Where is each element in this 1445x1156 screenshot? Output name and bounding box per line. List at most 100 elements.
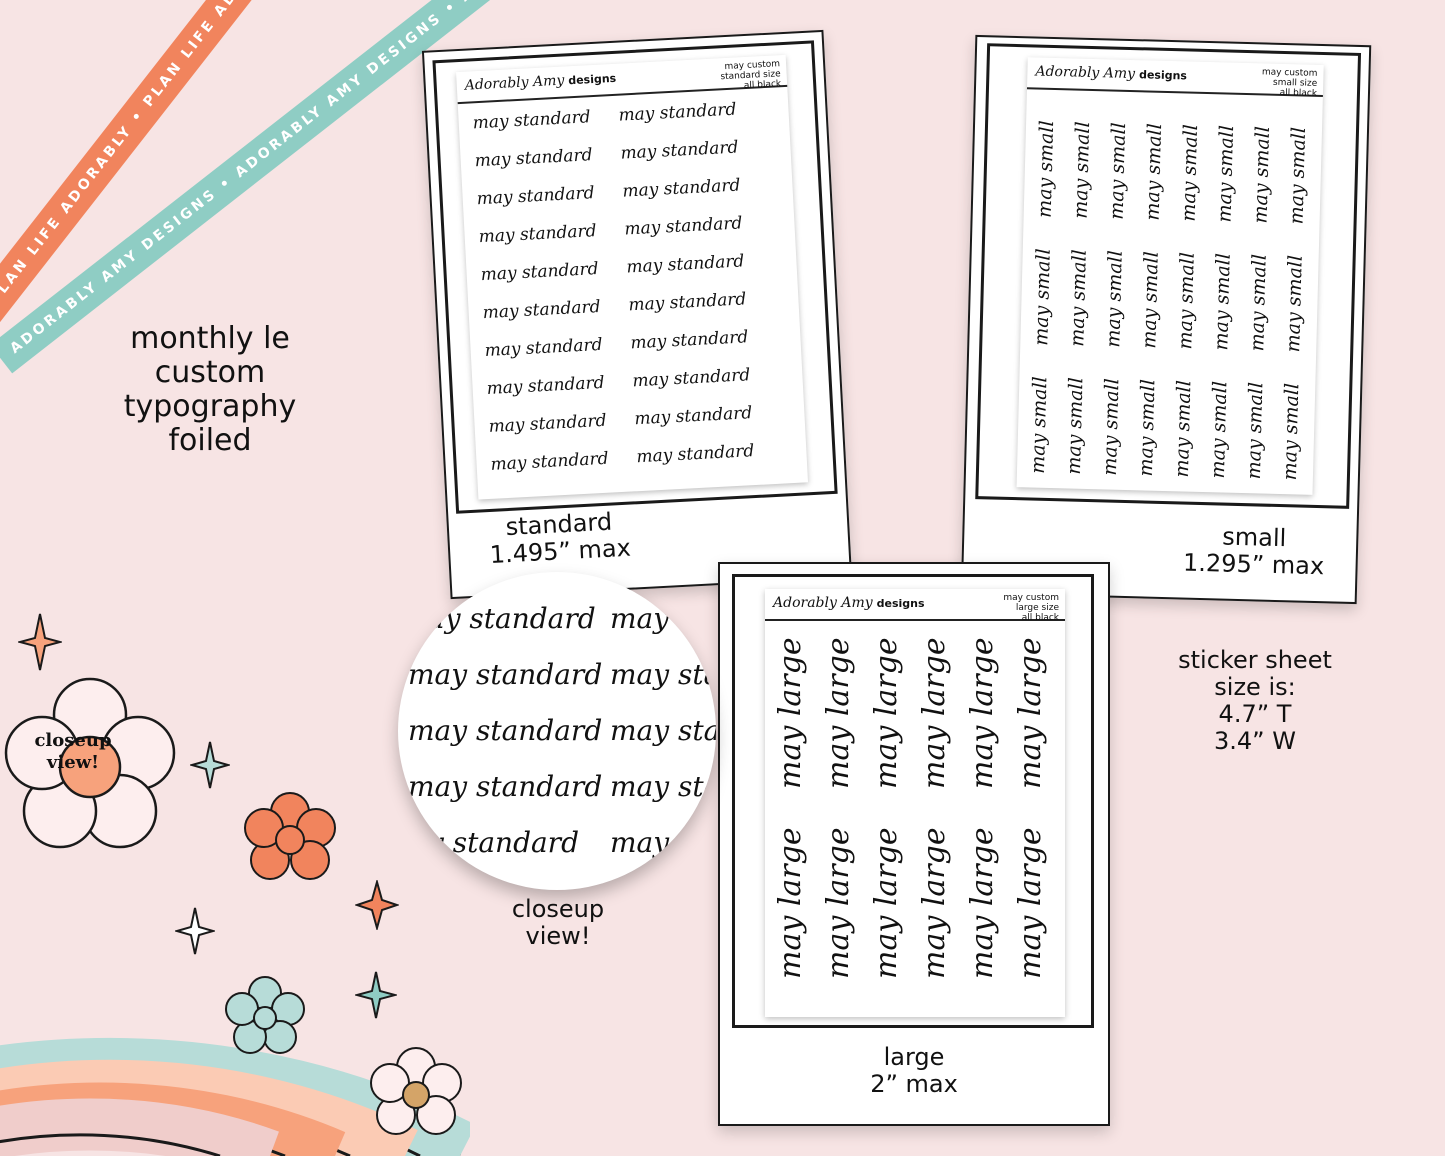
flower-icon bbox=[4, 677, 176, 849]
sticker-word: may standard bbox=[620, 137, 739, 164]
sticker-word: may standard bbox=[633, 403, 753, 430]
sticker-word: may standard bbox=[480, 258, 600, 286]
sticker-word: may standard bbox=[627, 289, 747, 316]
sticker-word: may large bbox=[773, 827, 808, 979]
sheet-size-line: sticker sheet bbox=[1178, 646, 1332, 674]
sticker-word: may large bbox=[917, 827, 952, 979]
sparkle-icon bbox=[355, 971, 397, 1019]
closeup-word: may standard bbox=[408, 658, 603, 691]
closeup-word: ay standard bbox=[428, 602, 596, 635]
closeup-badge: closeup view! bbox=[18, 730, 128, 774]
sheet-info-line: all black bbox=[1021, 613, 1059, 623]
sheet-size-info: sticker sheet size is: 4.7” T 3.4” W bbox=[1150, 647, 1360, 755]
sticker-word: may small bbox=[1174, 251, 1199, 350]
sticker-word: may large bbox=[917, 637, 952, 789]
sticker-word: may standard bbox=[474, 145, 594, 172]
sheet-info: may custom large size all black bbox=[1003, 593, 1059, 623]
sticker-word: may small bbox=[1278, 382, 1304, 481]
sticker-word: may large bbox=[821, 827, 856, 979]
sticker-word: may large bbox=[1013, 827, 1048, 979]
sticker-word: may small bbox=[1062, 377, 1088, 475]
sticker-word: may small bbox=[1177, 123, 1203, 222]
closeup-word: may s bbox=[610, 602, 693, 635]
headline-line: monthly le bbox=[130, 321, 290, 356]
sticker-word: may large bbox=[773, 637, 808, 789]
sticker-word: may standard bbox=[626, 251, 745, 278]
headline-line: typography bbox=[123, 389, 297, 424]
closeup-word: may star bbox=[610, 714, 716, 747]
standard-caption: standard 1.495” max bbox=[468, 507, 651, 570]
sticker-word: may small bbox=[1098, 377, 1124, 476]
sticker-word: may small bbox=[1282, 254, 1307, 353]
sticker-word: may small bbox=[1026, 376, 1052, 474]
sparkle-icon bbox=[18, 613, 62, 671]
sticker-word: may standard bbox=[490, 448, 609, 475]
sticker-word: may small bbox=[1170, 379, 1196, 478]
sticker-word: may small bbox=[1141, 122, 1167, 221]
sticker-word: may small bbox=[1134, 378, 1160, 477]
brand-word: designs bbox=[1138, 68, 1188, 83]
caption-line: large bbox=[883, 1043, 945, 1071]
closeup-word: may bbox=[610, 826, 670, 859]
sticker-word: may large bbox=[1013, 637, 1048, 789]
sticker-word: may standard bbox=[482, 296, 602, 324]
closeup-caption: closeup view! bbox=[478, 896, 638, 950]
sticker-word: may small bbox=[1030, 248, 1055, 347]
closeup-word: may standard bbox=[408, 714, 603, 747]
sticker-word: may standard bbox=[488, 410, 607, 437]
sticker-word: may small bbox=[1066, 249, 1091, 347]
sheet-info-line: all black bbox=[1279, 87, 1318, 99]
sheet-info: may custom standard size all black bbox=[720, 59, 781, 92]
sheet-info-line: may custom bbox=[1003, 593, 1059, 603]
sheet-info-line: large size bbox=[1015, 603, 1059, 613]
sticker-word: may small bbox=[1033, 120, 1059, 219]
caption-line: 1.295” max bbox=[1182, 548, 1325, 581]
sparkle-icon bbox=[175, 907, 215, 955]
flower-icon bbox=[225, 976, 305, 1054]
headline-line: foiled bbox=[168, 423, 252, 458]
sheet-info: may custom small size all black bbox=[1261, 67, 1318, 99]
flower-icon bbox=[244, 792, 336, 880]
sticker-word: may small bbox=[1069, 121, 1095, 220]
sticker-word: may standard bbox=[472, 107, 592, 134]
brand-word: designs bbox=[876, 597, 925, 610]
sticker-word: may small bbox=[1213, 124, 1239, 223]
closeup-word: may sta bbox=[610, 770, 716, 803]
caption-line: closeup bbox=[511, 895, 605, 923]
large-caption: large 2” max bbox=[824, 1044, 1004, 1098]
sticker-word: may small bbox=[1210, 252, 1235, 351]
sticker-word: may large bbox=[869, 637, 904, 789]
sticker-word: may standard bbox=[622, 175, 741, 202]
closeup-word: may sta bbox=[610, 658, 716, 691]
sticker-word: may large bbox=[869, 827, 904, 979]
sheet-size-line: size is: bbox=[1214, 673, 1296, 701]
sticker-word: may small bbox=[1285, 126, 1311, 225]
sticker-word: may standard bbox=[624, 213, 743, 240]
sticker-word: may large bbox=[821, 637, 856, 789]
sheet-size-line: 3.4” W bbox=[1214, 727, 1296, 755]
closeup-badge-line: view! bbox=[46, 752, 100, 773]
closeup-word: y standard bbox=[428, 826, 579, 859]
sticker-word: may standard bbox=[486, 372, 605, 399]
headline: monthly le custom typography foiled bbox=[80, 322, 340, 458]
rainbow-decoration bbox=[0, 1037, 470, 1156]
sticker-word: may standard bbox=[476, 183, 596, 210]
sparkle-icon bbox=[190, 741, 230, 789]
headline-line: custom bbox=[154, 355, 266, 390]
sticker-word: may standard bbox=[478, 221, 598, 248]
caption-line: 2” max bbox=[870, 1070, 958, 1098]
sticker-word: may standard bbox=[629, 327, 749, 354]
closeup-word: may standard bbox=[408, 770, 603, 803]
closeup-badge-line: closeup bbox=[34, 730, 112, 751]
